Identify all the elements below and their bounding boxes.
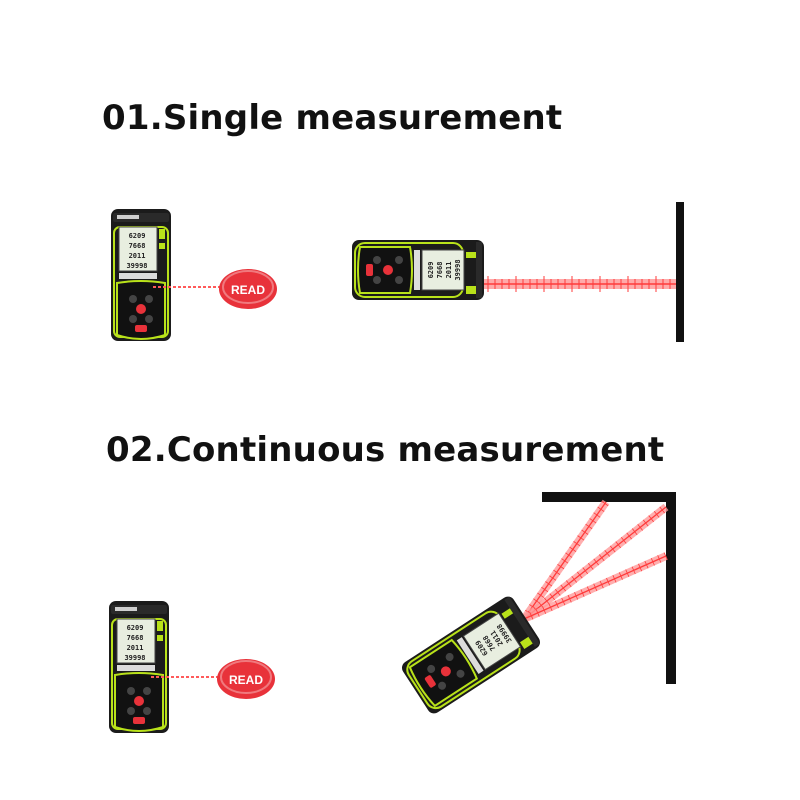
rotated-device: 6209 7668 2011 39998: [401, 596, 541, 714]
display-line: 2011: [129, 252, 146, 260]
display-line: 6209: [127, 624, 144, 632]
laser-beam: [521, 503, 669, 623]
laser-beam: [520, 499, 610, 622]
read-button-icon: READ: [219, 269, 277, 309]
display-line: 6209: [129, 232, 146, 240]
display-line: 39998: [124, 654, 145, 662]
laser-beam: [522, 552, 668, 623]
display-line: 7668: [127, 634, 144, 642]
display-line: 2011: [445, 262, 453, 279]
laser-distance-meter-icon: [108, 600, 170, 734]
corner-wall-icon: [542, 492, 676, 684]
continuous-measurement-title: 02.Continuous measurement: [106, 430, 665, 470]
horizontal-device: 6209 7668 2011 39998: [352, 240, 484, 300]
single-measurement-title: 01.Single measurement: [102, 98, 563, 138]
wall-icon: [676, 202, 684, 342]
continuous-device: 6209 7668 2011 39998: [108, 600, 170, 734]
display-line: 7668: [436, 262, 444, 279]
device-display: 6209 7668 2011 39998: [124, 624, 145, 662]
display-line: 39998: [126, 262, 147, 270]
laser-beam-icon: [484, 276, 676, 292]
display-line: 7668: [129, 242, 146, 250]
device-display: 6209 7668 2011 39998: [126, 232, 147, 270]
laser-distance-meter-icon: [401, 596, 541, 714]
laser-distance-meter-icon: [352, 240, 484, 300]
read-button-label: READ: [231, 283, 265, 297]
device-display: 6209 7668 2011 39998: [427, 259, 462, 280]
single-device: 6209 7668 2011 39998: [110, 208, 172, 342]
display-line: 6209: [427, 262, 435, 279]
display-line: 39998: [454, 259, 462, 280]
display-line: 2011: [127, 644, 144, 652]
read-button-icon: READ: [217, 659, 275, 699]
read-button-label: READ: [229, 673, 263, 687]
laser-distance-meter-icon: [110, 208, 172, 342]
laser-beam-icon: [520, 499, 669, 623]
